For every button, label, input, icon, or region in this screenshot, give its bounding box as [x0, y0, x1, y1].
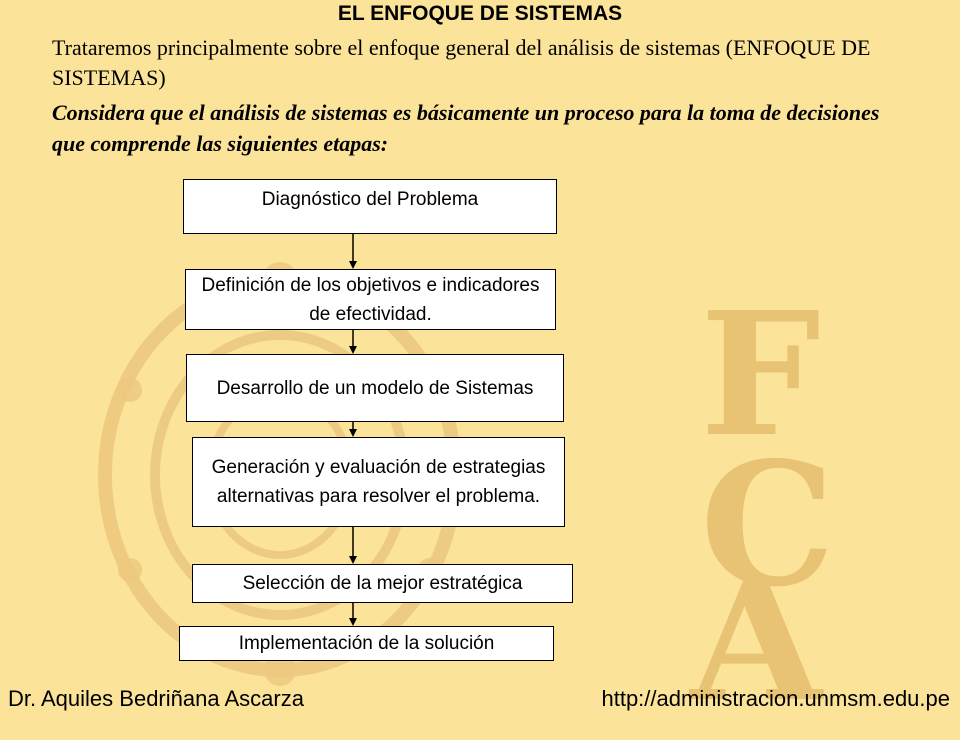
step-implementacion: Implementación de la solución	[179, 626, 554, 661]
step-label: Implementación de la solución	[238, 633, 495, 654]
arrow-step-5-to-6	[349, 602, 357, 626]
intro-text: Trataremos principalmente sobre el enfoq…	[52, 35, 871, 90]
step-label: Diagnóstico del Problema	[261, 189, 479, 210]
step-label: Selección de la mejor estratégica	[242, 573, 523, 594]
arrow-step-1-to-2	[349, 233, 357, 269]
step-label: Generación y evaluación de estrategias a…	[211, 457, 546, 507]
watermark-letter-a: A	[690, 540, 822, 740]
step-label: Desarrollo de un modelo de Sistemas	[216, 377, 534, 399]
flowchart-connectors	[349, 233, 357, 626]
arrow-step-2-to-3	[349, 329, 357, 354]
footer-author: Dr. Aquiles Bedriñana Ascarza	[8, 686, 304, 711]
watermark-letter-c: C	[700, 425, 836, 625]
footer-url: http://administracion.unmsm.edu.pe	[601, 686, 950, 711]
arrow-step-4-to-5	[349, 526, 357, 564]
step-label: Definición de los objetivos e indicadore…	[201, 274, 540, 325]
step-definicion-objetivos: Definición de los objetivos e indicadore…	[185, 269, 556, 330]
lead-text: Considera que el análisis de sistemas es…	[52, 100, 880, 156]
step-diagnostico: Diagnóstico del Problema	[183, 179, 557, 234]
watermark-letter-f: F	[700, 275, 821, 475]
step-seleccion-estrategia: Selección de la mejor estratégica	[192, 564, 573, 603]
arrow-step-3-to-4	[349, 421, 357, 437]
step-desarrollo-modelo: Desarrollo de un modelo de Sistemas	[186, 354, 564, 422]
slide-title: EL ENFOQUE DE SISTEMAS	[337, 2, 623, 25]
step-generacion-estrategias: Generación y evaluación de estrategias a…	[192, 437, 565, 527]
